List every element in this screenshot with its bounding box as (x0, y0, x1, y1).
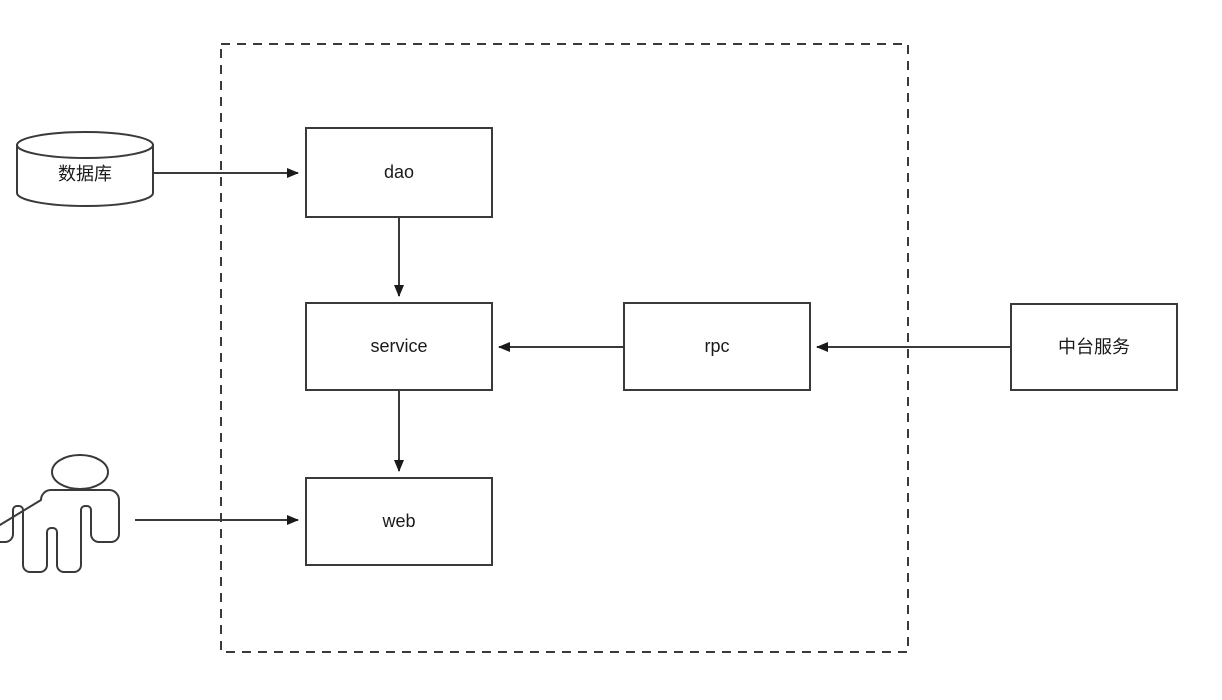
actor-head-icon (51, 454, 109, 490)
node-rpc[interactable]: rpc (623, 302, 811, 391)
node-service[interactable]: service (305, 302, 493, 391)
node-web[interactable]: web (305, 477, 493, 566)
service-box (305, 302, 493, 391)
web-box (305, 477, 493, 566)
node-middle-platform-service[interactable]: 中台服务 (1010, 303, 1178, 391)
node-database[interactable]: 数据库 (16, 131, 154, 207)
node-dao[interactable]: dao (305, 127, 493, 218)
actor-user-icon[interactable] (0, 454, 120, 573)
rpc-box (623, 302, 811, 391)
database-label: 数据库 (58, 164, 112, 184)
web-label: web (381, 511, 415, 531)
middle-platform-service-box (1010, 303, 1178, 391)
database-cylinder-body (16, 144, 154, 207)
database-cylinder-top (16, 131, 154, 159)
rpc-label: rpc (704, 336, 729, 356)
dao-box (305, 127, 493, 218)
system-boundary (220, 43, 909, 653)
service-label: service (370, 336, 427, 356)
middle-platform-service-label: 中台服务 (1058, 337, 1130, 357)
dao-label: dao (384, 162, 414, 182)
actor-body-icon (0, 489, 120, 573)
